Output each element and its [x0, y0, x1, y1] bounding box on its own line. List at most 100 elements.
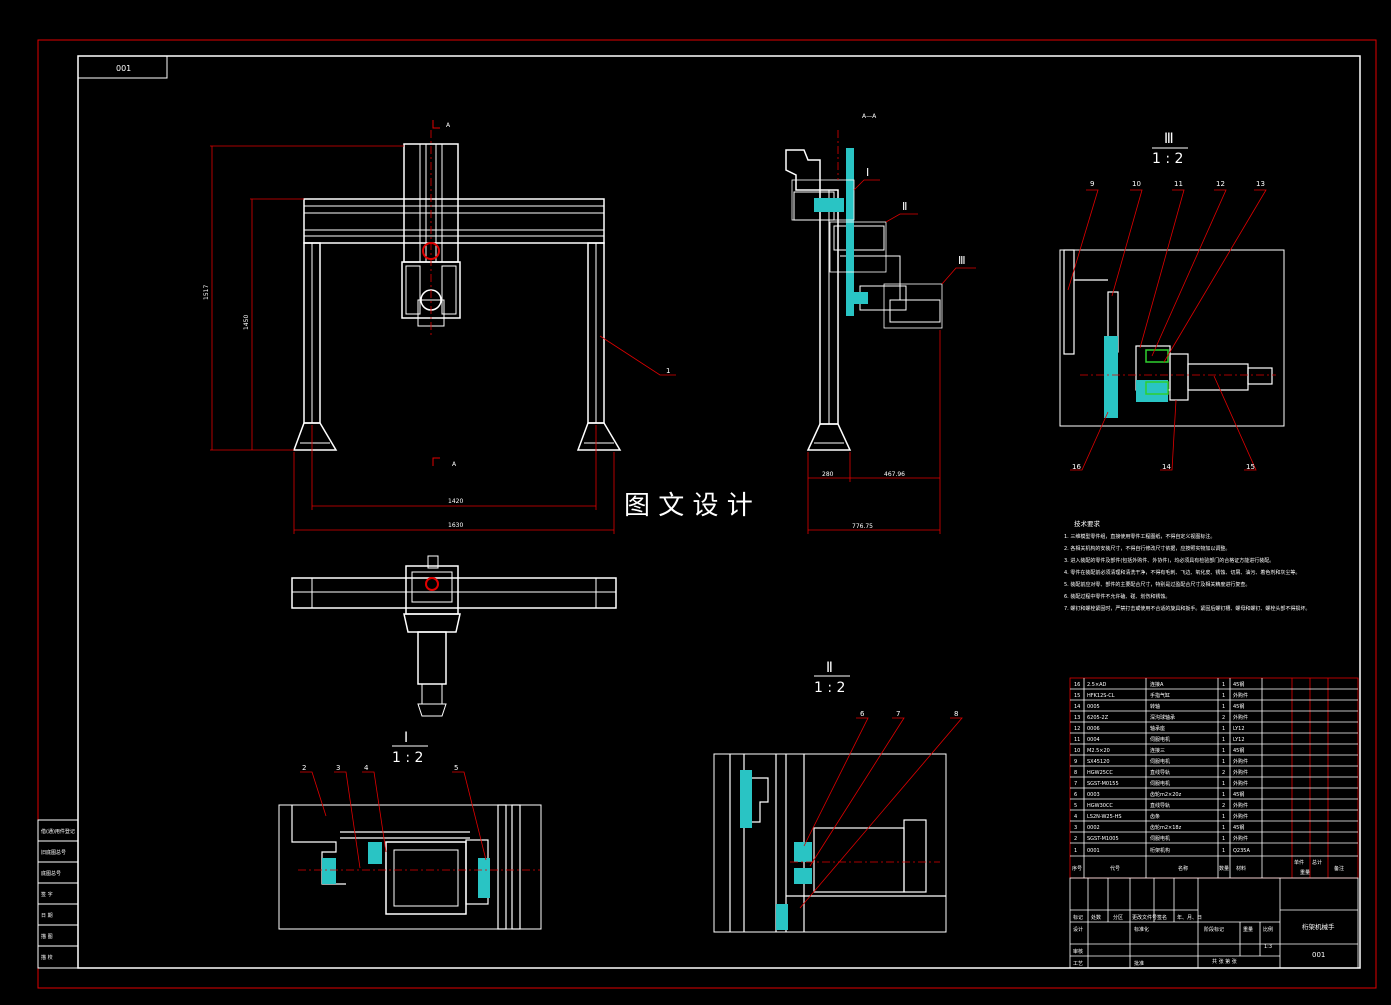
bom-header-weight: 重量	[1300, 869, 1310, 876]
tb-label: 阶段标记	[1204, 926, 1224, 933]
tb-label: 分区	[1113, 914, 1123, 921]
balloon-label: 3	[336, 764, 340, 772]
leader-line	[599, 335, 676, 376]
bom-qty: 1	[1222, 704, 1225, 710]
tb-scale: 1:3	[1264, 944, 1272, 950]
dim-overall-width: 1630	[448, 522, 463, 529]
detail-II-view	[713, 753, 947, 933]
side-callout-I: Ⅰ	[866, 166, 869, 179]
bom-name: 齿轮m2×18z	[1150, 824, 1182, 831]
bom-no: 7	[1074, 781, 1077, 787]
watermark: 图 文 设 计	[624, 491, 753, 521]
left-margin-strip	[37, 819, 79, 969]
balloon-label: 16	[1072, 463, 1081, 471]
side-view-detail-frames	[791, 179, 943, 329]
bom-row: 8 HGW25CC 直线导轨 2 外购件	[1074, 769, 1248, 776]
bom-material: 45钢	[1233, 747, 1244, 754]
tech-req-item: 3. 进入装配的零件及部件(包括外购件、外协件)，均必须具有检验部门的合格证方能…	[1064, 557, 1274, 564]
detail-III-bearing-cyan	[1136, 380, 1168, 402]
bom-qty: 1	[1222, 825, 1225, 831]
bom-qty: 1	[1222, 726, 1225, 732]
bom-no: 13	[1074, 715, 1080, 721]
section-marker-top	[432, 120, 440, 129]
tech-req-item: 6. 装配过程中零件不允许磕、碰、划伤和锈蚀。	[1064, 593, 1170, 600]
dim-overall-height: 1517	[203, 285, 210, 300]
bom-material: 外购件	[1233, 692, 1248, 699]
balloon-label: 1	[666, 367, 670, 375]
detail-II-leaders	[790, 717, 963, 909]
bom-no: 11	[1074, 737, 1080, 743]
detail-I-gear-cyan	[368, 842, 382, 864]
side-view	[785, 149, 941, 451]
detail-II-gear-cyan-2	[794, 868, 812, 884]
tech-req-title: 技术要求	[1074, 519, 1101, 528]
bom-name: 桁架机构	[1150, 847, 1170, 854]
bom-name: 齿轮m2×20z	[1150, 791, 1182, 798]
detail-II-roman: Ⅱ	[826, 660, 833, 676]
bom-code: LS2N-W25-HS	[1087, 814, 1122, 820]
bom-material: 45钢	[1233, 681, 1244, 688]
bom-name: 连接三	[1150, 747, 1165, 754]
bom-qty: 1	[1222, 781, 1225, 787]
bom-row: 5 HGW30CC 直线导轨 2 外购件	[1074, 802, 1248, 809]
title-block	[1069, 877, 1359, 969]
detail-II-scale: 1 : 2	[814, 680, 845, 696]
bom-qty: 2	[1222, 715, 1225, 721]
tech-req-item: 7. 螺钉和螺栓紧固时，严禁打击或使用不合适的旋具和扳手。紧固后螺钉槽、螺母和螺…	[1064, 605, 1310, 612]
bom-code: M2.5×20	[1087, 748, 1110, 754]
bom-code: 0003	[1087, 792, 1100, 798]
bom-row: 13 6205-2Z 深沟球轴承 2 外购件	[1074, 714, 1248, 721]
bom-qty: 1	[1222, 682, 1225, 688]
dim-inner-height: 1450	[243, 315, 250, 330]
side-view-plate-cyan	[846, 148, 854, 316]
tech-req-item: 4. 零件在装配前必须清理和清洗干净，不得有毛刺、飞边、氧化皮、锈蚀、切屑、油污…	[1064, 569, 1300, 576]
bom-header-row: 序号 代号 名称 数量 材料 单件 总计 重量 备注	[1072, 859, 1344, 876]
bom-name: 齿条	[1150, 813, 1160, 820]
bom-rows: 16 2.5×AD 连接A 1 45钢 15 HFK12S-CL 手指气缸 1 …	[1072, 681, 1344, 876]
bom-qty: 2	[1222, 770, 1225, 776]
bom-row: 9 SX45120 伺服电机 1 外购件	[1074, 758, 1248, 765]
detail-I-view	[278, 804, 542, 930]
bom-name: 直线导轨	[1150, 802, 1170, 809]
detail-III-gear-cyan	[1104, 336, 1118, 418]
bom-table	[1069, 677, 1359, 879]
tb-label: 年、月、日	[1177, 914, 1202, 921]
bom-material: 外购件	[1233, 714, 1248, 721]
balloon-label: 6	[860, 710, 865, 718]
tb-label: 标准化	[1134, 926, 1149, 933]
bom-name: 手指气缸	[1150, 692, 1170, 699]
bom-code: SGST-M1005	[1087, 836, 1119, 842]
tb-label: 标记	[1073, 914, 1083, 921]
bom-code: 2.5×AD	[1087, 682, 1107, 688]
balloon-label: 13	[1256, 180, 1265, 188]
bom-code: 6205-2Z	[1087, 715, 1109, 721]
bom-row: 3 0002 齿轮m2×18z 1 45钢	[1074, 824, 1244, 831]
tech-req-item: 2. 各相关机构的安装尺寸，不得自行修改尺寸依据，应按照实物加以调整。	[1064, 545, 1230, 552]
strip-label: 签 字	[41, 891, 53, 898]
top-view	[291, 555, 617, 717]
tb-label: 处数	[1091, 914, 1101, 921]
bom-no: 1	[1074, 848, 1077, 854]
bom-code: 0004	[1087, 737, 1100, 743]
bom-material: LY12	[1233, 737, 1245, 743]
strip-label: 借(通)用件登记	[41, 828, 75, 835]
dim-side-reach: 467.96	[884, 471, 905, 478]
bom-material: 外购件	[1233, 802, 1248, 809]
bom-code: HGW25CC	[1087, 770, 1113, 776]
balloon-label: 12	[1216, 180, 1225, 188]
balloon-label: 14	[1162, 463, 1171, 471]
front-view-dimensions	[210, 145, 615, 534]
dim-side-base: 280	[822, 471, 834, 478]
bom-material: LY12	[1233, 726, 1245, 732]
tb-drawing-title: 桁架机械手	[1302, 922, 1335, 931]
bom-row: 16 2.5×AD 连接A 1 45钢	[1074, 681, 1244, 688]
bom-no: 5	[1074, 803, 1077, 809]
section-view-title: A—A	[862, 113, 877, 120]
tb-drawing-no: 001	[1312, 951, 1325, 959]
bom-row: 12 0006 轴承座 1 LY12	[1074, 725, 1245, 732]
balloon-label: 8	[954, 710, 958, 718]
bom-name: 伺服电机	[1150, 758, 1170, 765]
detail-I-leaders	[298, 771, 540, 871]
bom-qty: 1	[1222, 693, 1225, 699]
